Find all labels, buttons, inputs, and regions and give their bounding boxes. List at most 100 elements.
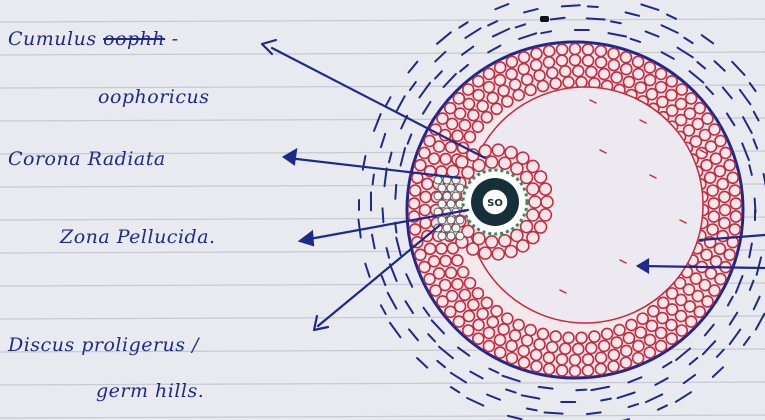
theca-stroke	[736, 276, 743, 293]
germ-hill-cell	[443, 192, 451, 200]
theca-stroke	[437, 361, 445, 367]
germ-hill-cell	[452, 224, 460, 232]
germ-hill-cell	[438, 232, 446, 240]
theca-stroke	[755, 199, 756, 213]
germ-hill-cell	[456, 232, 464, 240]
label-germ-hills: germ hills.	[96, 380, 204, 402]
theca-stroke	[539, 387, 553, 389]
germ-hill-cells	[434, 176, 464, 240]
theca-stroke	[676, 392, 691, 402]
theca-stroke	[662, 25, 678, 33]
germ-hill-cell	[447, 232, 455, 240]
theca-stroke	[459, 22, 467, 27]
theca-stroke	[588, 6, 598, 7]
cumulus-cell	[479, 247, 491, 259]
label-cumulus-prefix: Cumulus	[8, 28, 97, 50]
theca-stroke	[488, 46, 500, 53]
theca-stroke	[740, 90, 751, 105]
ink-dot	[540, 16, 549, 22]
theca-stroke	[749, 165, 751, 175]
germ-hill-cell	[447, 216, 455, 224]
theca-stroke	[723, 87, 732, 98]
theca-stroke	[401, 148, 405, 165]
theca-stroke	[423, 308, 429, 316]
theca-stroke	[382, 276, 386, 285]
theca-stroke	[437, 32, 451, 43]
theca-stroke	[697, 62, 705, 68]
cumulus-cell	[535, 171, 547, 183]
cumulus-cell	[517, 152, 529, 164]
cumulus-cell	[541, 196, 553, 208]
germ-hill-cell	[443, 224, 451, 232]
theca-stroke	[754, 297, 760, 310]
theca-stroke	[524, 9, 538, 12]
theca-stroke	[470, 372, 482, 379]
theca-stroke	[435, 71, 442, 78]
theca-stroke	[419, 83, 430, 98]
label-cumulus-struck: oophh	[103, 28, 165, 50]
theca-stroke	[358, 220, 360, 238]
theca-stroke	[705, 325, 714, 336]
theca-stroke	[750, 83, 756, 91]
label-discus-proligerus: Discus proligerus /	[8, 334, 199, 356]
theca-stroke	[562, 5, 580, 6]
cumulus-cell	[456, 156, 468, 168]
theca-stroke	[601, 399, 611, 401]
germ-hill-cell	[452, 192, 460, 200]
theca-stroke	[576, 390, 586, 391]
theca-stroke	[458, 348, 469, 356]
theca-stroke	[444, 74, 456, 87]
theca-stroke	[727, 113, 735, 125]
theca-stroke	[641, 4, 658, 10]
cumulus-cell	[539, 183, 551, 195]
theca-stroke	[608, 33, 626, 36]
theca-stroke	[706, 87, 713, 94]
label-corona-radiata: Corona Radiata	[8, 148, 166, 170]
arrowhead-zona	[300, 232, 313, 245]
germ-hill-cell	[434, 176, 442, 184]
theca-stroke	[408, 134, 412, 143]
theca-stroke	[587, 412, 601, 414]
theca-stroke	[618, 392, 635, 398]
theca-stroke	[451, 387, 459, 392]
theca-stroke	[522, 395, 540, 398]
theca-stroke	[646, 394, 662, 402]
cumulus-cell	[499, 157, 511, 169]
theca-stroke	[460, 65, 468, 71]
oocyte: SO	[463, 170, 527, 234]
cumulus-cell	[521, 221, 533, 233]
theca-stroke	[754, 139, 758, 148]
germ-hill-cell	[438, 216, 446, 224]
theca-stroke	[493, 29, 509, 37]
theca-stroke	[713, 367, 723, 377]
theca-stroke	[750, 281, 754, 290]
theca-stroke	[730, 313, 737, 325]
theca-stroke	[388, 293, 397, 309]
theca-stroke	[728, 297, 733, 306]
theca-stroke	[516, 24, 526, 27]
germ-hill-cell	[447, 184, 455, 192]
cumulus-cell	[527, 160, 539, 172]
theca-stroke	[684, 38, 692, 43]
theca-stroke	[655, 378, 667, 385]
theca-stroke	[519, 33, 536, 39]
theca-stroke	[626, 12, 640, 15]
arrowhead-corona	[284, 150, 296, 164]
theca-stroke	[451, 373, 466, 383]
cumulus-cell	[527, 183, 539, 195]
theca-stroke	[631, 39, 641, 42]
theca-stroke	[646, 31, 659, 36]
theca-stroke	[703, 341, 715, 354]
theca-stroke	[702, 35, 713, 43]
theca-stroke	[628, 377, 641, 382]
theca-stroke	[730, 330, 741, 345]
germ-hill-cell	[438, 184, 446, 192]
germ-hill-cell	[434, 192, 442, 200]
label-cumulus-oophoricus: Cumulus oophh -	[8, 28, 179, 50]
theca-stroke	[591, 387, 609, 390]
cumulus-cell	[505, 245, 517, 257]
theca-stroke	[690, 358, 698, 364]
theca-stroke	[715, 61, 725, 71]
theca-stroke	[389, 153, 391, 163]
